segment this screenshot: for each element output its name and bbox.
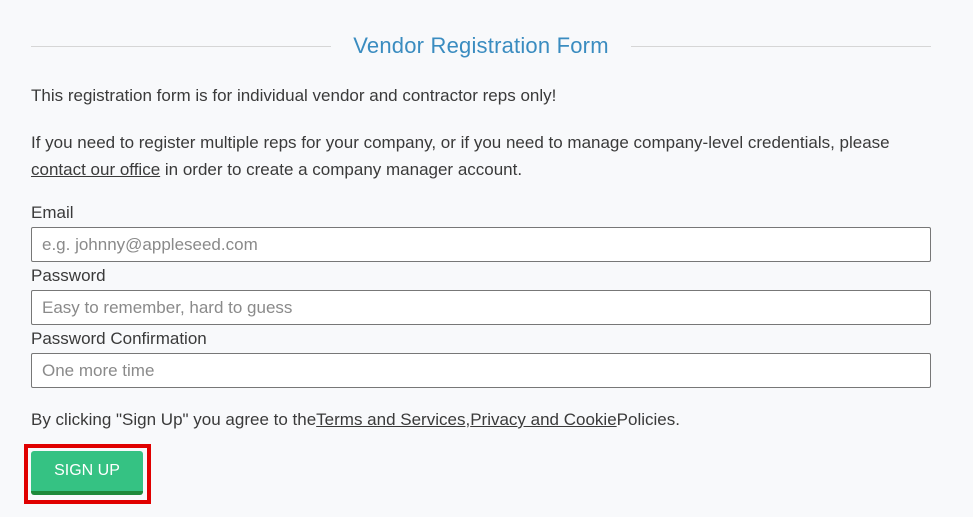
- signup-highlight: [24, 444, 151, 504]
- multi-reps-before: If you need to register multiple reps fo…: [31, 133, 890, 152]
- terms-link[interactable]: Terms and Services: [316, 410, 466, 429]
- signup-button[interactable]: SIGN UP: [31, 451, 143, 495]
- contact-office-link[interactable]: contact our office: [31, 160, 161, 179]
- intro-text: This registration form is for individual…: [31, 86, 557, 105]
- terms-text: By clicking "Sign Up" you agree to theTe…: [31, 409, 680, 431]
- form-header: Vendor Registration Form: [31, 28, 932, 64]
- terms-before: By clicking "Sign Up" you agree to the: [31, 410, 317, 429]
- multi-reps-after: in order to create a company manager acc…: [160, 160, 523, 179]
- multi-reps-text: If you need to register multiple reps fo…: [31, 129, 931, 183]
- email-field[interactable]: [31, 227, 931, 262]
- privacy-link[interactable]: Privacy and Cookie: [470, 410, 617, 429]
- divider-left: [31, 45, 332, 47]
- page-title: Vendor Registration Form: [353, 33, 609, 58]
- password-confirmation-label: Password Confirmation: [31, 329, 207, 348]
- divider-right: [630, 45, 932, 47]
- password-confirmation-field[interactable]: [31, 353, 931, 388]
- password-field[interactable]: [31, 290, 931, 325]
- password-label: Password: [31, 266, 106, 285]
- terms-comma: ,: [465, 410, 471, 429]
- email-label: Email: [31, 203, 74, 222]
- terms-after: Policies.: [616, 410, 680, 429]
